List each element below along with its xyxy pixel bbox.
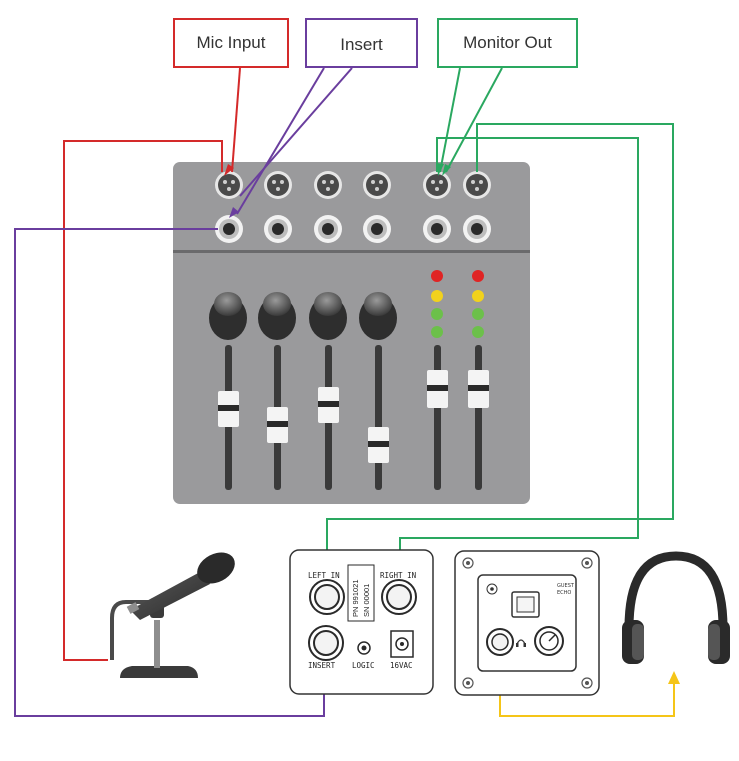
headphone-symbol-icon [516, 639, 526, 647]
sn-label: SN 00001 [362, 584, 371, 617]
quarter-inch-jack-icon[interactable] [463, 215, 491, 243]
fader-icon[interactable] [468, 370, 489, 408]
pn-label: PN 991021 [351, 579, 360, 617]
logic-label: LOGIC [352, 661, 375, 670]
logic-jack[interactable] [357, 641, 371, 655]
cable-monitor-right [326, 123, 674, 556]
knob-icon[interactable] [359, 292, 397, 340]
callout-monitor-out-label: Monitor Out [463, 33, 552, 52]
quarter-inch-jack-icon[interactable] [363, 215, 391, 243]
power-label: 16VAC [390, 661, 413, 670]
callout-pointer-monitor-2 [445, 67, 503, 173]
cable-insert [14, 228, 325, 717]
guest-logo-icon [486, 583, 498, 595]
xlr-jack-icon[interactable] [463, 171, 491, 199]
right-in-label: RIGHT IN [380, 571, 416, 580]
screw-icon [462, 557, 474, 569]
cables [14, 67, 675, 717]
guest-label-1: GUEST [557, 583, 575, 589]
quarter-inch-jack-icon[interactable] [423, 215, 451, 243]
callout-pointer-insert-2 [239, 67, 353, 197]
knob-row [209, 292, 397, 340]
callout-insert: Insert [305, 18, 418, 68]
power-jack[interactable] [390, 630, 414, 658]
cable-monitor-left [399, 137, 639, 556]
xlr-jack-row [215, 171, 491, 199]
serial-label [347, 564, 375, 622]
volume-knob-icon[interactable] [534, 626, 564, 656]
knob-icon[interactable] [258, 292, 296, 340]
callout-mic-input: Mic Input [173, 18, 289, 68]
callout-monitor-out: Monitor Out [437, 18, 578, 68]
arrow-headphones [668, 671, 680, 684]
mixer [173, 162, 530, 504]
arrow-insert-jack [229, 207, 239, 218]
left-in-jack[interactable] [309, 579, 345, 615]
insert-label: INSERT [308, 661, 336, 670]
fader-icon[interactable] [368, 427, 389, 463]
callout-pointer-mic [231, 67, 241, 173]
quarter-inch-jack-row [215, 215, 491, 243]
callout-pointer-monitor-1 [439, 67, 461, 173]
fader-icon[interactable] [427, 370, 448, 408]
microphone-icon [110, 552, 235, 678]
xlr-jack-icon[interactable] [423, 171, 451, 199]
fader-icon[interactable] [267, 407, 288, 443]
level-meter-left [431, 270, 443, 338]
cable-mic-input [63, 140, 223, 661]
screw-icon [581, 677, 593, 689]
callout-insert-label: Insert [340, 35, 383, 54]
quarter-inch-jack-icon[interactable] [215, 215, 243, 243]
quarter-inch-jack-icon[interactable] [264, 215, 292, 243]
screw-icon [581, 557, 593, 569]
quarter-inch-jack-icon[interactable] [314, 215, 342, 243]
arrow-monitor-1 [437, 163, 444, 176]
xlr-jack-icon[interactable] [363, 171, 391, 199]
headphone-out-jack[interactable] [486, 628, 514, 656]
insert-jack[interactable] [308, 625, 344, 661]
fader-icon[interactable] [218, 391, 239, 427]
level-meter-right [472, 270, 484, 338]
guest-label-2: ECHO [557, 590, 571, 596]
fader-icon[interactable] [318, 387, 339, 423]
right-in-jack[interactable] [381, 579, 417, 615]
mixer-divider [173, 250, 530, 253]
arrow-mic-input [224, 164, 234, 176]
xlr-jack-icon[interactable] [215, 171, 243, 199]
knob-icon[interactable] [209, 292, 247, 340]
callout-pointer-insert-1 [236, 67, 325, 215]
xlr-jack-icon[interactable] [264, 171, 292, 199]
left-in-label: LEFT IN [308, 571, 340, 580]
interface-box: LEFT IN RIGHT IN INSERT LOGIC 16VAC PN 9… [289, 549, 434, 695]
xlr-jack-icon[interactable] [314, 171, 342, 199]
knob-icon[interactable] [309, 292, 347, 340]
arrow-monitor-2 [442, 164, 451, 176]
screw-icon [462, 677, 474, 689]
callout-mic-input-label: Mic Input [196, 33, 266, 52]
guest-box: GUEST ECHO [454, 550, 600, 696]
headphones-icon [622, 551, 730, 664]
